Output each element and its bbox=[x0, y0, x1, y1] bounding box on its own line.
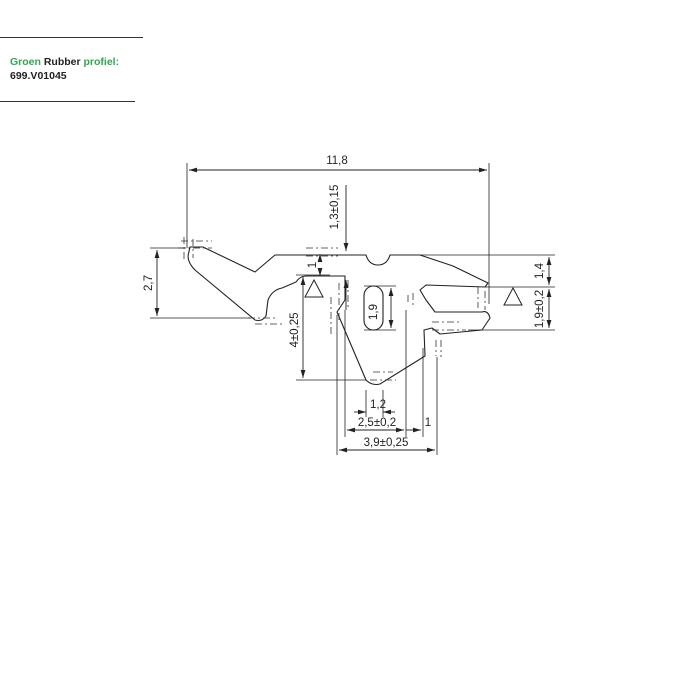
dim-base-width: 3,9±0,25 bbox=[364, 437, 409, 449]
header-bottom-rule bbox=[0, 101, 135, 102]
title-word-green: Groen bbox=[10, 56, 41, 68]
triangle-markers bbox=[304, 278, 523, 306]
dim-left-height: 2,7 bbox=[143, 275, 155, 291]
dim-tick-small: 1 bbox=[307, 262, 319, 268]
dim-right-step: 1 bbox=[425, 417, 431, 429]
title-word-rubber: Rubber bbox=[43, 56, 81, 68]
dim-inner-slot-height: 4±0,25 bbox=[289, 312, 301, 347]
dim-stem-width: 2,5±0,2 bbox=[358, 417, 396, 429]
triangle-marker-right bbox=[503, 286, 523, 306]
dim-top-lip: 1,3±0,15 bbox=[329, 185, 341, 230]
triangle-marker-left bbox=[304, 278, 324, 298]
centerlines bbox=[178, 237, 486, 381]
title-word-profiel: profiel: bbox=[83, 56, 120, 68]
header-top-rule bbox=[0, 37, 143, 38]
dim-overall-width: 11,8 bbox=[326, 155, 348, 167]
dim-hole-width: 1,2 bbox=[370, 399, 386, 411]
title-block: Groen Rubber profiel: 699.V01045 bbox=[10, 55, 119, 83]
extension-lines bbox=[150, 163, 555, 455]
part-number: 699.V01045 bbox=[10, 70, 67, 82]
dim-right-lower: 1,9±0,2 bbox=[534, 290, 546, 328]
dim-right-upper: 1,4 bbox=[534, 262, 546, 279]
dim-hole-height: 1,9 bbox=[368, 304, 380, 320]
dimension-lines bbox=[154, 167, 552, 453]
